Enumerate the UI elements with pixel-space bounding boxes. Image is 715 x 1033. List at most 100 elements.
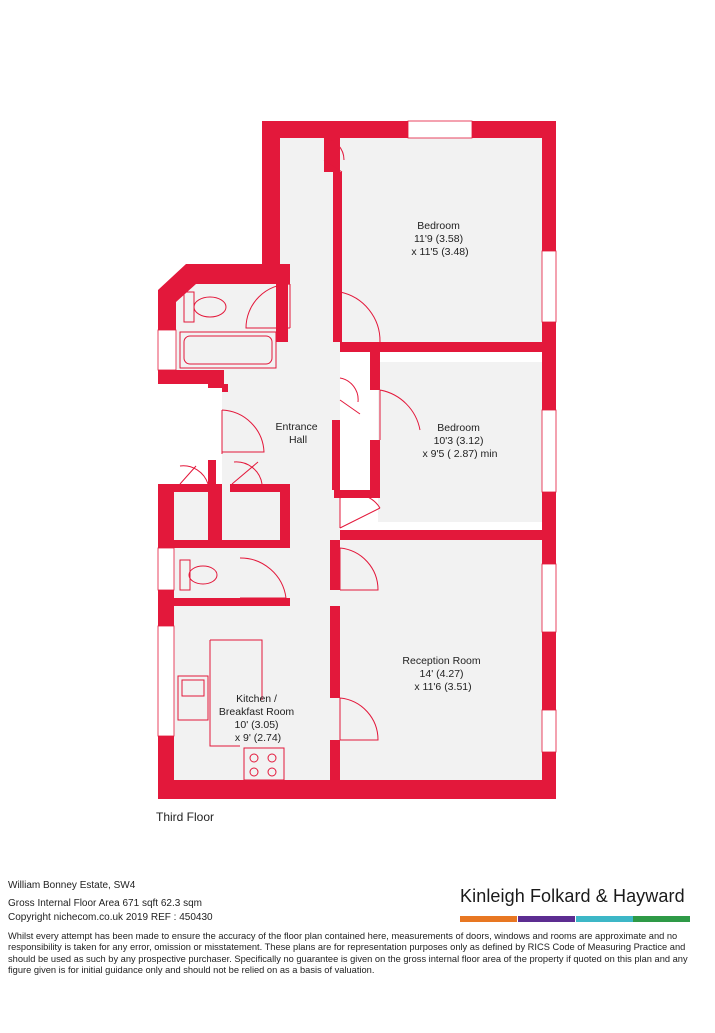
room-dims: Breakfast Room (219, 706, 295, 718)
wall-segment (330, 740, 340, 785)
floor-area: Gross Internal Floor Area 671 sqft 62.3 … (8, 898, 202, 909)
wall-segment (542, 492, 556, 564)
window (541, 250, 557, 323)
wall-segment (542, 322, 556, 410)
copyright-ref: Copyright nichecom.co.uk 2019 REF : 4504… (8, 912, 213, 923)
kitchen-floor (174, 606, 340, 780)
toilet-tank (179, 559, 191, 591)
room-name: Kitchen / (236, 693, 277, 705)
svg-text:Bedroom 11'9 (3.58): Bedroom 11'9 (3.58) x 11'5 (3.48) (411, 220, 468, 258)
wall-segment (222, 384, 228, 392)
walls (158, 121, 556, 799)
room-name: Reception Room (402, 655, 480, 667)
door-swing (179, 465, 209, 485)
room-name: Entrance (276, 421, 318, 433)
room-dims: 10' (3.05) (235, 719, 279, 731)
door-swing (339, 291, 381, 343)
svg-text:Kitchen / Breakfast Room: Kitchen / Breakfast Room 10' (3.05) x 9'… (219, 693, 297, 744)
sink (177, 675, 209, 721)
room-dims: x 9' (2.74) (235, 732, 281, 744)
wall-segment (208, 484, 222, 540)
brand-bar-purple (518, 916, 575, 922)
wall-segment (340, 530, 542, 540)
door-swing (339, 377, 361, 415)
wall-segment (370, 440, 380, 498)
hob (243, 747, 285, 781)
wall-segment (330, 540, 340, 590)
room-dims: 11'9 (3.58) (414, 233, 463, 245)
wall-segment (542, 121, 556, 251)
wall-segment (280, 484, 290, 548)
wall-segment (333, 172, 342, 342)
door-swing (323, 137, 345, 173)
wall-segment (230, 484, 290, 492)
fixtures (177, 291, 285, 781)
bedroom-1-floor (340, 138, 542, 346)
bathroom-floor (174, 284, 286, 384)
room-dims: 10'3 (3.12) (434, 435, 484, 447)
door-swing (245, 283, 291, 329)
wall-segment (158, 736, 174, 798)
wall-segment (158, 484, 208, 492)
door-swing (221, 409, 265, 454)
hob-ring (267, 767, 277, 777)
toilet-bowl (188, 565, 218, 585)
bathtub-inner (183, 335, 273, 365)
wall-segment (542, 632, 556, 710)
wall-segment (158, 540, 290, 548)
wall-segment (158, 370, 224, 384)
window (541, 709, 557, 753)
wall-segment (276, 282, 288, 342)
window (407, 120, 473, 139)
doors (179, 137, 421, 741)
floor-areas (174, 138, 542, 780)
window (157, 625, 175, 737)
room-dims: x 11'5 (3.48) (411, 246, 468, 258)
door-swing (339, 547, 379, 591)
wall-segment (262, 121, 408, 138)
property-address: William Bonney Estate, SW4 (8, 880, 136, 891)
wall-segment (330, 606, 340, 698)
wall-segment (472, 121, 556, 138)
cupboard-floor (174, 488, 286, 540)
room-name: Bedroom (437, 422, 480, 434)
floor-plan: Bedroom 11'9 (3.58) x 11'5 (3.48) Bedroo… (157, 120, 557, 799)
hob-ring (249, 753, 259, 763)
wall-segment (340, 342, 542, 352)
wall-segment (324, 138, 340, 172)
wall-segment (208, 460, 216, 484)
wall-segment (158, 484, 174, 548)
room-dims: Hall (289, 434, 307, 446)
room-labels: Bedroom 11'9 (3.58) x 11'5 (3.48) Bedroo… (219, 220, 498, 744)
wc-floor (174, 548, 286, 598)
wall-segment (208, 370, 224, 388)
door-swing (231, 461, 263, 485)
windows (157, 120, 557, 753)
brand-bar-orange (460, 916, 517, 922)
kitchen-worktop (209, 639, 263, 747)
wall-segment (332, 420, 340, 490)
window (157, 547, 175, 591)
svg-text:Reception Room 14' (4.27: Reception Room 14' (4.27) x 11'6 (3.51) (402, 655, 483, 693)
room-dims: 14' (4.27) (420, 668, 464, 680)
wall-segment (158, 598, 290, 606)
door-swing (239, 557, 287, 599)
brand-logo-text: Kinleigh Folkard & Hayward (460, 886, 685, 906)
hob-ring (267, 753, 277, 763)
sink-bowl (181, 679, 205, 697)
bedroom-2-floor (378, 362, 542, 522)
wall-segment (158, 590, 174, 626)
wall-segment (370, 352, 380, 390)
room-dims: x 9'5 ( 2.87) min (423, 448, 498, 460)
bathtub (179, 331, 277, 369)
door-swing (379, 389, 421, 440)
room-name: Bedroom (417, 220, 460, 232)
wall-segment (262, 121, 280, 283)
toilet-bowl (193, 296, 227, 318)
hob-ring (249, 767, 259, 777)
brand-bar-teal (576, 916, 633, 922)
door-swing (339, 697, 379, 741)
room-dims: x 11'6 (3.51) (414, 681, 471, 693)
svg-text:Bedroom 10'3 (3.12): Bedroom 10'3 (3.12) x 9'5 ( 2.87) min (423, 422, 498, 460)
brand-bar-green (633, 916, 690, 922)
